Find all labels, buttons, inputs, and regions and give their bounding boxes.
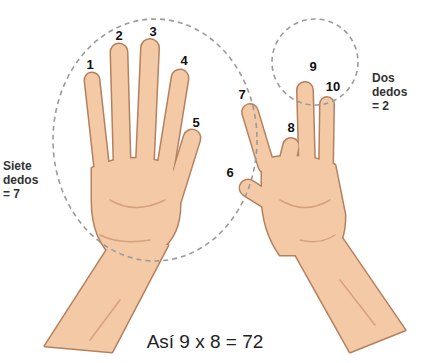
callout-number: 6: [226, 166, 233, 179]
callout-number: 7: [238, 88, 245, 101]
callout-number: 3: [149, 25, 156, 38]
callout-number: 10: [326, 80, 340, 93]
callout-number: 1: [86, 58, 93, 71]
hand-fills: [45, 48, 405, 352]
hand-shading: [90, 200, 375, 340]
dashed-circle: [52, 18, 258, 262]
callout-number: 2: [115, 29, 122, 42]
dashed-outline: [272, 19, 358, 105]
finger-count-label: Dos dedos = 2: [372, 72, 416, 113]
dashed-outline: [53, 19, 257, 261]
callout-number: 9: [309, 60, 316, 73]
callout-number: 8: [287, 121, 294, 134]
hand-outlines: [45, 48, 405, 352]
finger-count-label: Siete dedos = 7: [3, 160, 47, 201]
caption: Así 9 x 8 = 72: [147, 332, 264, 351]
callout-number: 5: [192, 116, 199, 129]
callout-number: 4: [180, 54, 187, 67]
finger-group: Siete dedos = 7: [52, 18, 258, 262]
